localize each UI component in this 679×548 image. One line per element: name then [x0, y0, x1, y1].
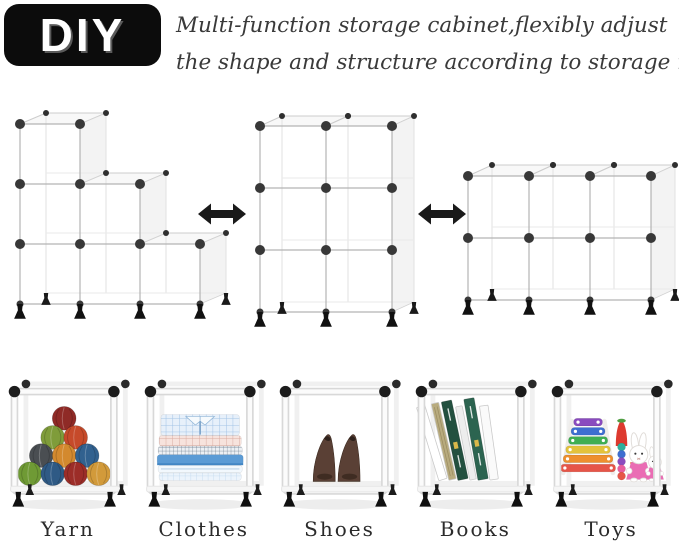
category-cell-clothes: Clothes — [136, 378, 272, 541]
books-illustration — [416, 379, 537, 510]
category-cell-books: Books — [407, 378, 543, 541]
headline: Multi-function storage cabinet,flexibly … — [176, 7, 679, 81]
diy-badge: DIY — [4, 4, 161, 66]
category-label-books: Books — [439, 517, 511, 541]
double-arrow-icon — [198, 203, 246, 225]
cube-unit-wide — [462, 162, 679, 315]
cube-unit-tower — [254, 113, 419, 327]
category-cell-toys: Toys — [543, 378, 679, 541]
cube-unit-staircase — [14, 110, 231, 319]
headline-line-1: Multi-function storage cabinet,flexibly … — [176, 13, 668, 38]
category-cell-yarn: Yarn — [0, 378, 136, 541]
folded-clothes-illustration — [144, 379, 266, 510]
toys-illustration — [551, 379, 673, 510]
category-label-clothes: Clothes — [158, 517, 250, 541]
headline-line-2: the shape and structure according to sto… — [176, 50, 679, 75]
yarn-illustration — [8, 379, 130, 510]
category-label-yarn: Yarn — [40, 517, 95, 541]
category-cell-shoes: Shoes — [272, 378, 408, 541]
double-arrow-icon — [418, 203, 466, 225]
pair-of-shoes-illustration — [280, 379, 402, 510]
diy-badge-label: DIY — [39, 9, 126, 61]
category-label-toys: Toys — [584, 517, 638, 541]
category-row: Yarn Clothes Shoes Books Toys — [0, 378, 679, 541]
category-label-shoes: Shoes — [304, 517, 375, 541]
